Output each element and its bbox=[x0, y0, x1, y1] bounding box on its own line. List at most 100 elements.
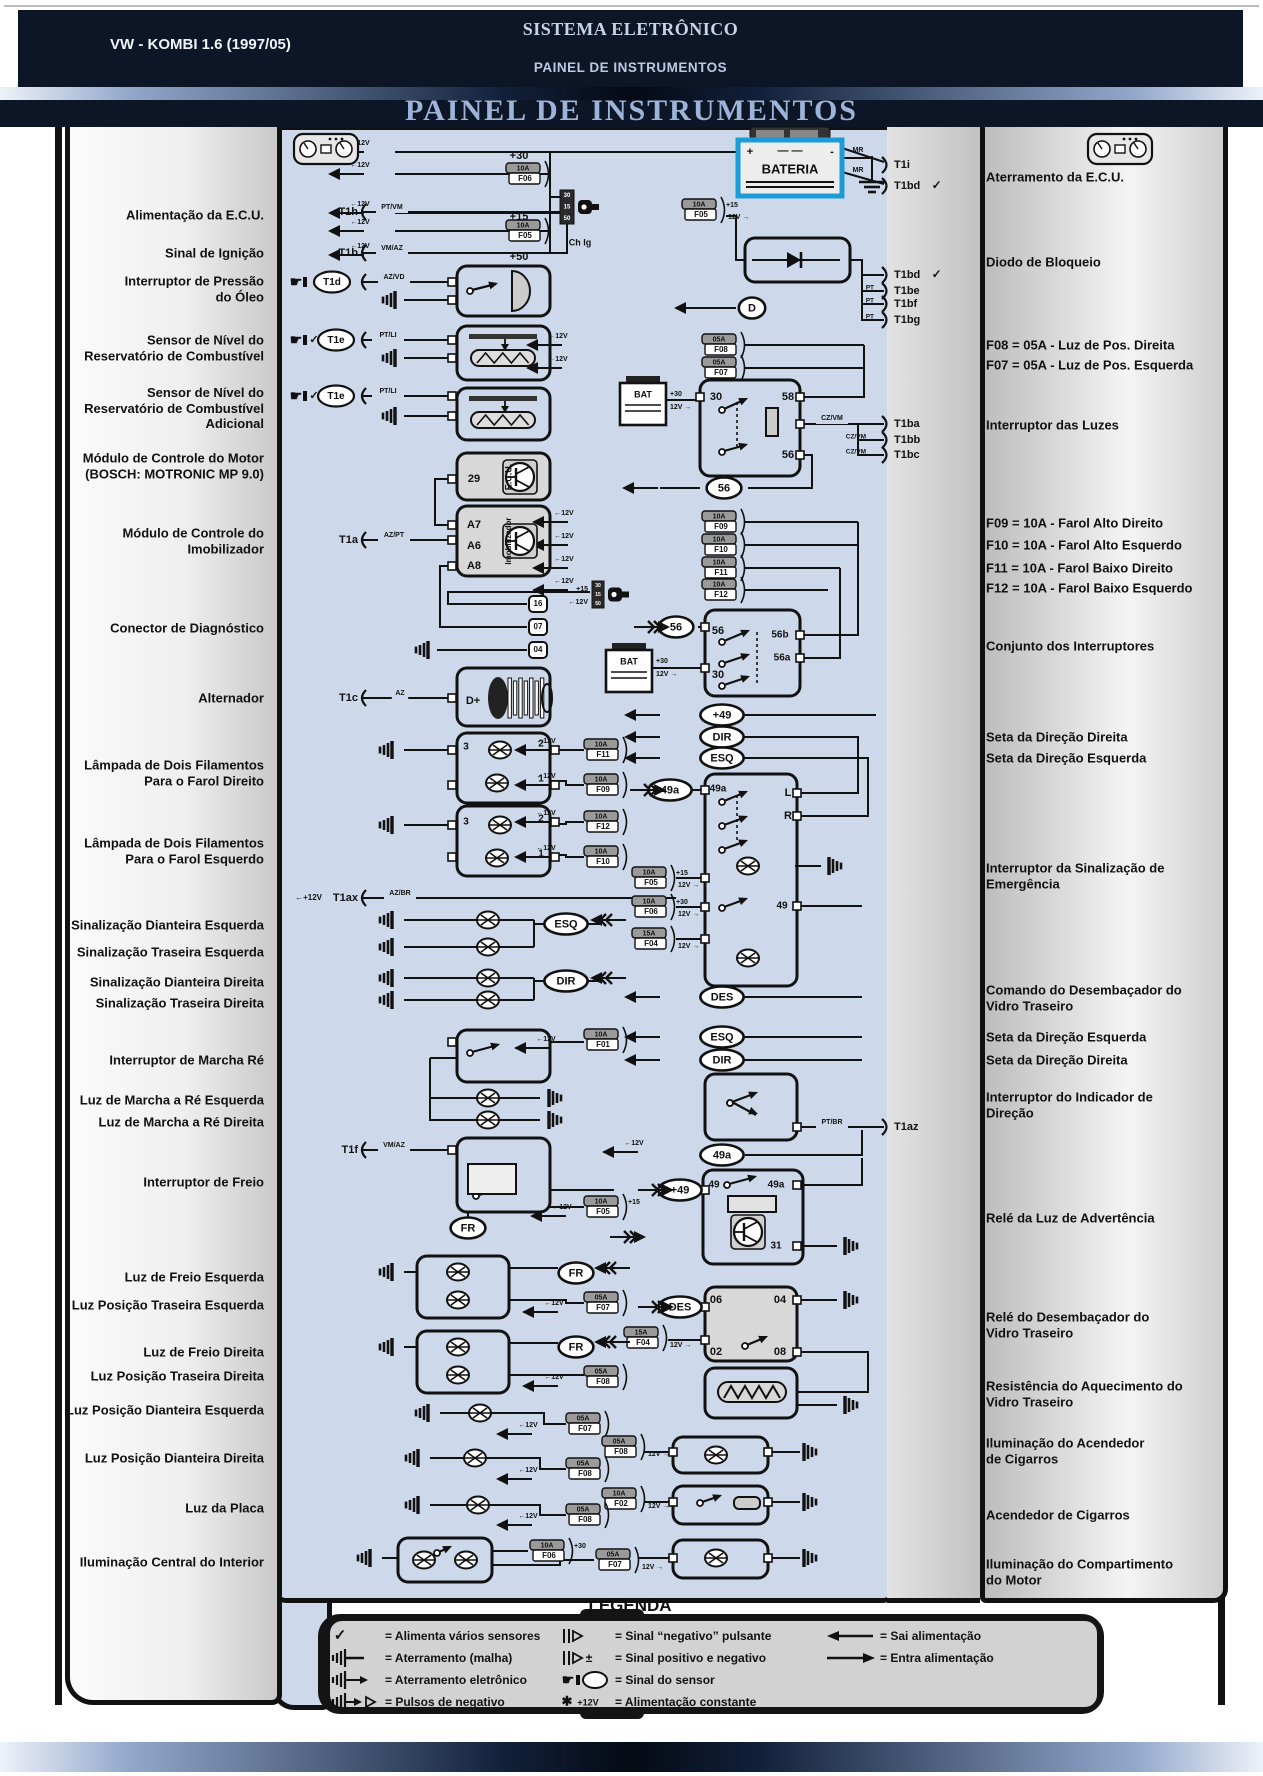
left-label-1: Sinal de Ignição bbox=[165, 245, 264, 261]
pulse-neg-icon bbox=[563, 1629, 584, 1643]
right-label-2: F08 = 05A - Luz de Pos. Direita bbox=[986, 337, 1175, 353]
right-label-9: Conjunto dos Interruptores bbox=[986, 638, 1155, 654]
legend-item: ☛ = Sinal do sensor bbox=[560, 1671, 715, 1691]
left-label-9: Lâmpada de Dois Filamentos Para o Farol … bbox=[84, 757, 264, 789]
top-frame-line bbox=[4, 5, 1259, 7]
left-label-13: Sinalização Dianteira Direita bbox=[89, 974, 264, 990]
left-label-11: Sinalização Dianteira Esquerda bbox=[71, 917, 264, 933]
system-title: SISTEMA ELETRÔNICO bbox=[522, 19, 739, 39]
schematic-text: ✓ bbox=[334, 1627, 347, 1644]
right-label-8: F12 = 10A - Farol Baixo Esquerdo bbox=[986, 580, 1193, 596]
legend-item-text: = Sinal positivo e negativo bbox=[615, 1651, 767, 1665]
schematic-text: ☛ bbox=[562, 1672, 575, 1688]
page-title: PAINEL DE INSTRUMENTOS bbox=[405, 94, 858, 127]
left-label-8: Alternador bbox=[198, 690, 264, 706]
right-label-7: F11 = 10A - Farol Baixo Direito bbox=[986, 560, 1173, 576]
right-label-10: Seta da Direção Direita bbox=[986, 729, 1128, 745]
left-label-21: Luz de Freio Direita bbox=[143, 1344, 264, 1360]
legend-item-text: = Alimentação constante bbox=[615, 1695, 757, 1709]
gradient-strip-bottom bbox=[0, 1742, 1263, 1772]
left-label-23: Luz Posição Dianteira Esquerda bbox=[66, 1402, 264, 1418]
left-label-19: Luz de Freio Esquerda bbox=[124, 1269, 264, 1285]
gradient-strip-top bbox=[0, 87, 1263, 100]
right-label-14: Seta da Direção Esquerda bbox=[986, 1029, 1147, 1045]
schematic-text: ± bbox=[586, 1651, 593, 1665]
pulse-pos-neg-icon: ± bbox=[563, 1651, 593, 1665]
legend-item-text: = Pulsos de negativo bbox=[385, 1695, 505, 1709]
vehicle-title: VW - KOMBI 1.6 (1997/05) bbox=[110, 36, 291, 53]
legend-item-text: = Entra alimentação bbox=[880, 1651, 994, 1665]
legend-box: ✓ = Alimenta vários sensores = Aterramento… bbox=[318, 1609, 1104, 1719]
right-label-19: Resistência do Aquecimento do Vidro Tras… bbox=[986, 1378, 1183, 1410]
left-label-3: Sensor de Nível do Reservatório de Combu… bbox=[84, 332, 264, 364]
right-label-15: Seta da Direção Direita bbox=[986, 1052, 1128, 1068]
left-label-panel bbox=[65, 127, 282, 1705]
left-label-17: Luz de Marcha a Ré Direita bbox=[98, 1114, 264, 1130]
const-12v-icon: ✱ +12V bbox=[562, 1693, 599, 1708]
left-label-0: Alimentação da E.C.U. bbox=[126, 207, 264, 223]
header: VW - KOMBI 1.6 (1997/05) SISTEMA ELETRÔN… bbox=[18, 10, 1243, 87]
right-label-11: Seta da Direção Esquerda bbox=[986, 750, 1147, 766]
legend-item: = Aterramento eletrônico bbox=[330, 1671, 527, 1691]
legend-item-text: = Alimenta vários sensores bbox=[385, 1629, 541, 1643]
right-label-panel bbox=[980, 127, 1228, 1603]
left-label-16: Luz de Marcha a Ré Esquerda bbox=[79, 1092, 264, 1108]
left-label-2: Interruptor de Pressão do Óleo bbox=[124, 273, 264, 305]
left-label-20: Luz Posição Traseira Esquerda bbox=[71, 1297, 264, 1313]
arrow-in-icon bbox=[827, 1653, 875, 1663]
right-label-0: Aterramento da E.C.U. bbox=[986, 169, 1124, 185]
left-label-26: Iluminação Central do Interior bbox=[79, 1554, 264, 1570]
left-label-5: Módulo de Controle do Motor (BOSCH: MOTR… bbox=[82, 450, 264, 482]
right-label-17: Relé da Luz de Advertência bbox=[986, 1210, 1155, 1226]
legend-item: = Sai alimentação bbox=[825, 1627, 981, 1647]
legend-item: ✓ = Alimenta vários sensores bbox=[330, 1627, 541, 1647]
legend-item: = Sinal “negativo” pulsante bbox=[560, 1627, 771, 1647]
right-label-6: F10 = 10A - Farol Alto Esquerdo bbox=[986, 537, 1182, 553]
legend-item: = Aterramento (malha) bbox=[330, 1649, 512, 1669]
right-label-18: Relé do Desembaçador do Vidro Traseiro bbox=[986, 1309, 1150, 1341]
schematic-panel bbox=[272, 127, 897, 1603]
right-label-21: Acendedor de Cigarros bbox=[986, 1507, 1130, 1523]
legend-item-text: = Aterramento eletrônico bbox=[385, 1673, 527, 1687]
left-label-15: Interruptor de Marcha Ré bbox=[109, 1052, 264, 1068]
legend-item: = Entra alimentação bbox=[825, 1649, 994, 1669]
legend-item-text: = Sai alimentação bbox=[880, 1629, 982, 1643]
legend-bump-top bbox=[580, 1609, 644, 1621]
right-label-16: Interruptor do Indicador de Direção bbox=[986, 1089, 1153, 1121]
subsystem-title: PAINEL DE INSTRUMENTOS bbox=[533, 60, 728, 75]
right-label-22: Iluminação do Compartimento do Motor bbox=[986, 1556, 1174, 1588]
left-label-10: Lâmpada de Dois Filamentos Para o Farol … bbox=[84, 835, 264, 867]
ground-pulsos-icon bbox=[331, 1693, 377, 1711]
left-label-22: Luz Posição Traseira Direita bbox=[90, 1368, 264, 1384]
right-label-5: F09 = 10A - Farol Alto Direito bbox=[986, 515, 1164, 531]
legend-item-text: = Sinal do sensor bbox=[615, 1673, 715, 1687]
left-label-25: Luz da Placa bbox=[185, 1500, 264, 1516]
legend-inner: ✓ = Alimenta vários sensores = Aterramento… bbox=[330, 1621, 1097, 1711]
ground-malha-icon bbox=[331, 1649, 364, 1667]
legend-item: = Pulsos de negativo bbox=[330, 1693, 505, 1713]
left-label-4: Sensor de Nível do Reservatório de Combu… bbox=[84, 384, 264, 431]
right-label-4: Interruptor das Luzes bbox=[986, 417, 1119, 433]
left-label-24: Luz Posição Dianteira Direita bbox=[84, 1450, 264, 1466]
right-connector-strip bbox=[887, 127, 980, 1603]
left-label-7: Conector de Diagnóstico bbox=[110, 620, 264, 636]
left-label-14: Sinalização Traseira Direita bbox=[95, 995, 264, 1011]
right-label-12: Interruptor da Sinalização de Emergência bbox=[986, 860, 1165, 892]
left-frame-line bbox=[55, 127, 62, 1705]
left-label-12: Sinalização Traseira Esquerda bbox=[76, 944, 264, 960]
legend-item-text: = Sinal “negativo” pulsante bbox=[615, 1629, 772, 1643]
sensor-signal-icon: ☛ bbox=[562, 1671, 608, 1689]
title-band: PAINEL DE INSTRUMENTOS bbox=[0, 94, 1263, 127]
right-label-3: F07 = 05A - Luz de Pos. Esquerda bbox=[986, 357, 1194, 373]
right-label-20: Iluminação do Acendedor de Cigarros bbox=[986, 1435, 1145, 1467]
legend-bump-bottom bbox=[580, 1707, 644, 1719]
schematic-text: +12V bbox=[577, 1697, 598, 1707]
schematic-text: ✱ bbox=[562, 1693, 573, 1708]
check-icon: ✓ bbox=[334, 1627, 347, 1644]
right-label-13: Comando do Desembaçador do Vidro Traseir… bbox=[986, 982, 1182, 1014]
left-label-18: Interruptor de Freio bbox=[143, 1174, 264, 1190]
arrow-out-icon bbox=[827, 1631, 873, 1641]
right-label-1: Diodo de Bloqueio bbox=[986, 254, 1101, 270]
left-label-6: Módulo de Controle do Imobilizador bbox=[122, 525, 264, 557]
